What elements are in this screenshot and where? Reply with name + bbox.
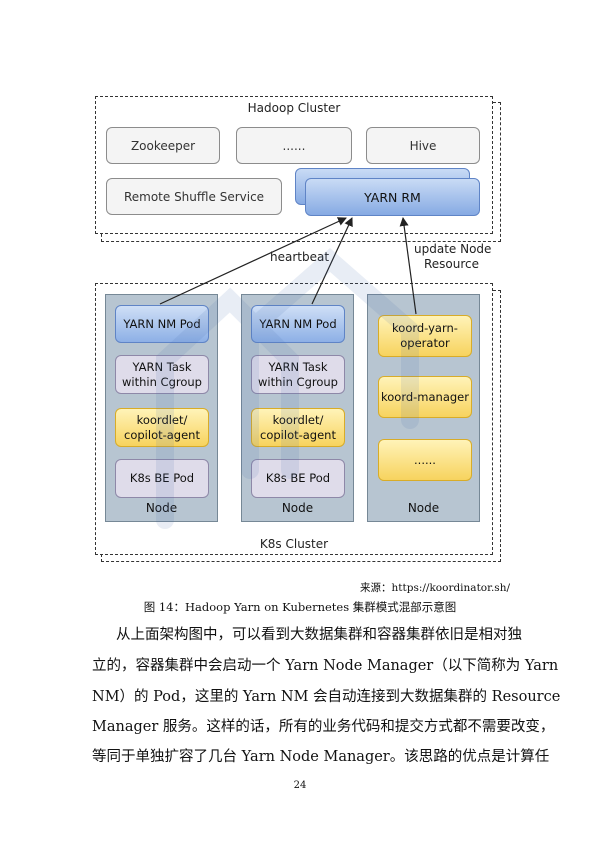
node-3: koord-yarn-operator koord-manager ......… <box>367 294 480 522</box>
body-line-1: 从上面架构图中，可以看到大数据集群和容器集群依旧是相对独 <box>116 627 522 643</box>
page-number: 24 <box>293 780 307 791</box>
yarn-task-pod: YARN Task within Cgroup <box>115 355 209 394</box>
k8s-cluster-title: K8s Cluster <box>259 537 329 551</box>
koord-yarn-operator-pod: koord-yarn-operator <box>378 315 472 357</box>
remote-shuffle-service-box: Remote Shuffle Service <box>106 178 282 215</box>
update-node-resource-arrow <box>399 217 417 315</box>
k8s-be-pod: K8s BE Pod <box>115 459 209 498</box>
koordlet-copilot-agent-pod: koordlet/ copilot-agent <box>115 408 209 447</box>
hadoop-cluster-title: Hadoop Cluster <box>247 101 341 115</box>
node-label: Node <box>281 501 314 515</box>
yarn-rm-label: YARN RM <box>364 189 421 205</box>
source-note: 来源：https://koordinator.sh/ <box>360 582 510 594</box>
heartbeat-arrow-2 <box>311 217 353 305</box>
ellipsis-pod: ...... <box>378 439 472 481</box>
figure-caption: 图 14：Hadoop Yarn on Kubernetes 集群模式混部示意图 <box>143 600 457 614</box>
node-2: YARN NM Pod YARN Task within Cgroup koor… <box>241 294 354 522</box>
k8s-be-pod: K8s BE Pod <box>251 459 345 498</box>
body-line-4: Manager 服务。这样的话，所有的业务代码和提交方式都不需要改变， <box>92 719 555 735</box>
body-line-5: 等同于单独扩容了几台 Yarn Node Manager。该思路的优点是计算任 <box>92 749 550 765</box>
yarn-rm-box: YARN RM <box>305 178 480 216</box>
update-node-label-line1: update Node <box>414 242 492 256</box>
body-line-2: 立的，容器集群中会启动一个 Yarn Node Manager（以下简称为 Ya… <box>92 658 559 674</box>
node-label: Node <box>145 501 178 515</box>
hive-box: Hive <box>366 127 480 164</box>
yarn-nm-pod: YARN NM Pod <box>251 305 345 343</box>
zookeeper-box: Zookeeper <box>106 127 220 164</box>
heartbeat-label: heartbeat <box>270 250 330 264</box>
update-node-label-line2: Resource <box>424 257 480 271</box>
body-line-3: NM）的 Pod，这里的 Yarn NM 会自动连接到大数据集群的 Resour… <box>92 689 561 705</box>
koord-manager-pod: koord-manager <box>378 376 472 418</box>
node-label: Node <box>407 501 440 515</box>
node-1: YARN NM Pod YARN Task within Cgroup koor… <box>105 294 218 522</box>
yarn-task-pod: YARN Task within Cgroup <box>251 355 345 394</box>
koordlet-copilot-agent-pod: koordlet/ copilot-agent <box>251 408 345 447</box>
yarn-nm-pod: YARN NM Pod <box>115 305 209 343</box>
heartbeat-arrow-1 <box>159 217 347 305</box>
ellipsis-box: ...... <box>236 127 352 164</box>
